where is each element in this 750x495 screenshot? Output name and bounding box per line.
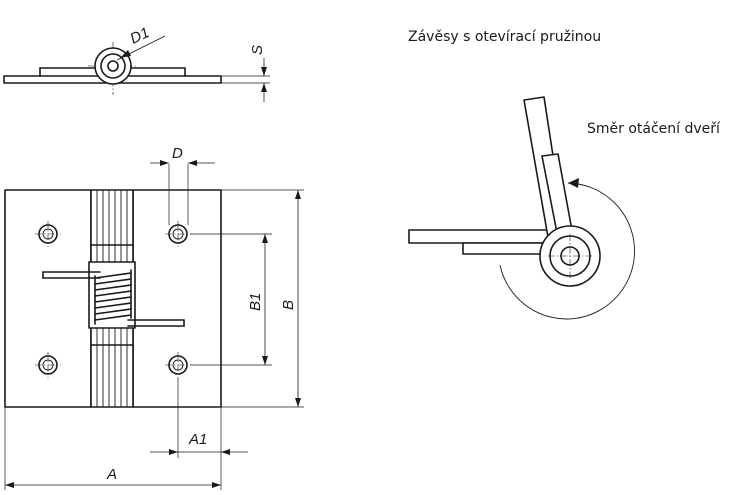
rotation-direction-label: Směr otáčení dveří xyxy=(587,121,721,137)
right-leaf xyxy=(132,189,222,408)
mounting-hole-bl xyxy=(35,352,61,378)
hinge-opening-view xyxy=(408,96,635,320)
a-label: A xyxy=(106,466,117,483)
a1-label: A1 xyxy=(188,431,207,448)
mounting-hole-tl xyxy=(35,221,61,247)
drawing-title: Závěsy s otevírací pružinou xyxy=(408,29,601,45)
dimension-lines: D B1 B A1 A xyxy=(4,145,304,490)
mounting-hole-br xyxy=(165,352,191,378)
b-label: B xyxy=(280,300,297,310)
b1-label: B1 xyxy=(247,293,264,311)
hinge-front-view xyxy=(4,189,222,408)
hinge-side-view: D1 S xyxy=(3,24,270,102)
torsion-spring xyxy=(42,269,185,327)
s-label: S xyxy=(249,45,266,55)
d1-label: D1 xyxy=(128,24,153,48)
mounting-hole-tr xyxy=(165,221,191,247)
d-label: D xyxy=(172,145,183,162)
